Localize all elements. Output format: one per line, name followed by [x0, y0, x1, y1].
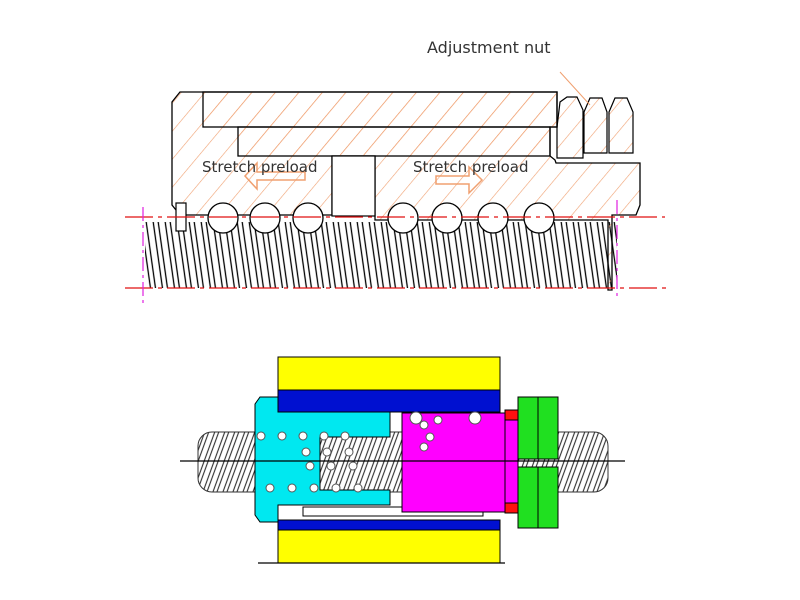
bottom-colored-section: [180, 356, 625, 564]
ball: [431, 202, 463, 234]
sleeve-bottom: [277, 519, 501, 531]
label-adjustment-nut: Adjustment nut: [427, 38, 551, 57]
label-stretch-preload-right: Stretch preload: [413, 158, 529, 176]
ball: [207, 202, 239, 234]
top-cross-section: [125, 71, 670, 305]
spacer-block: [237, 126, 551, 157]
adjustment-nut: [556, 71, 634, 159]
ball: [249, 202, 281, 234]
gap-slot: [331, 155, 376, 217]
balls-colored: [256, 411, 482, 493]
label-stretch-preload-left: Stretch preload: [202, 158, 318, 176]
ball: [477, 202, 509, 234]
shim-red-bottom: [504, 502, 519, 514]
housing-bottom: [277, 529, 501, 564]
housing-top: [277, 356, 501, 391]
nut-upper-block: [202, 91, 558, 128]
nut-right-magenta: [401, 412, 506, 513]
balls: [207, 202, 555, 234]
ball: [523, 202, 555, 234]
ball: [292, 202, 324, 234]
shim-red-top: [504, 409, 519, 421]
arrow-left-icon: [243, 161, 306, 191]
screw-shaft: [145, 222, 617, 288]
sleeve-top: [277, 389, 501, 413]
arrow-right-icon: [435, 165, 484, 195]
ball: [387, 202, 419, 234]
adjustment-nut-green: [517, 396, 559, 529]
